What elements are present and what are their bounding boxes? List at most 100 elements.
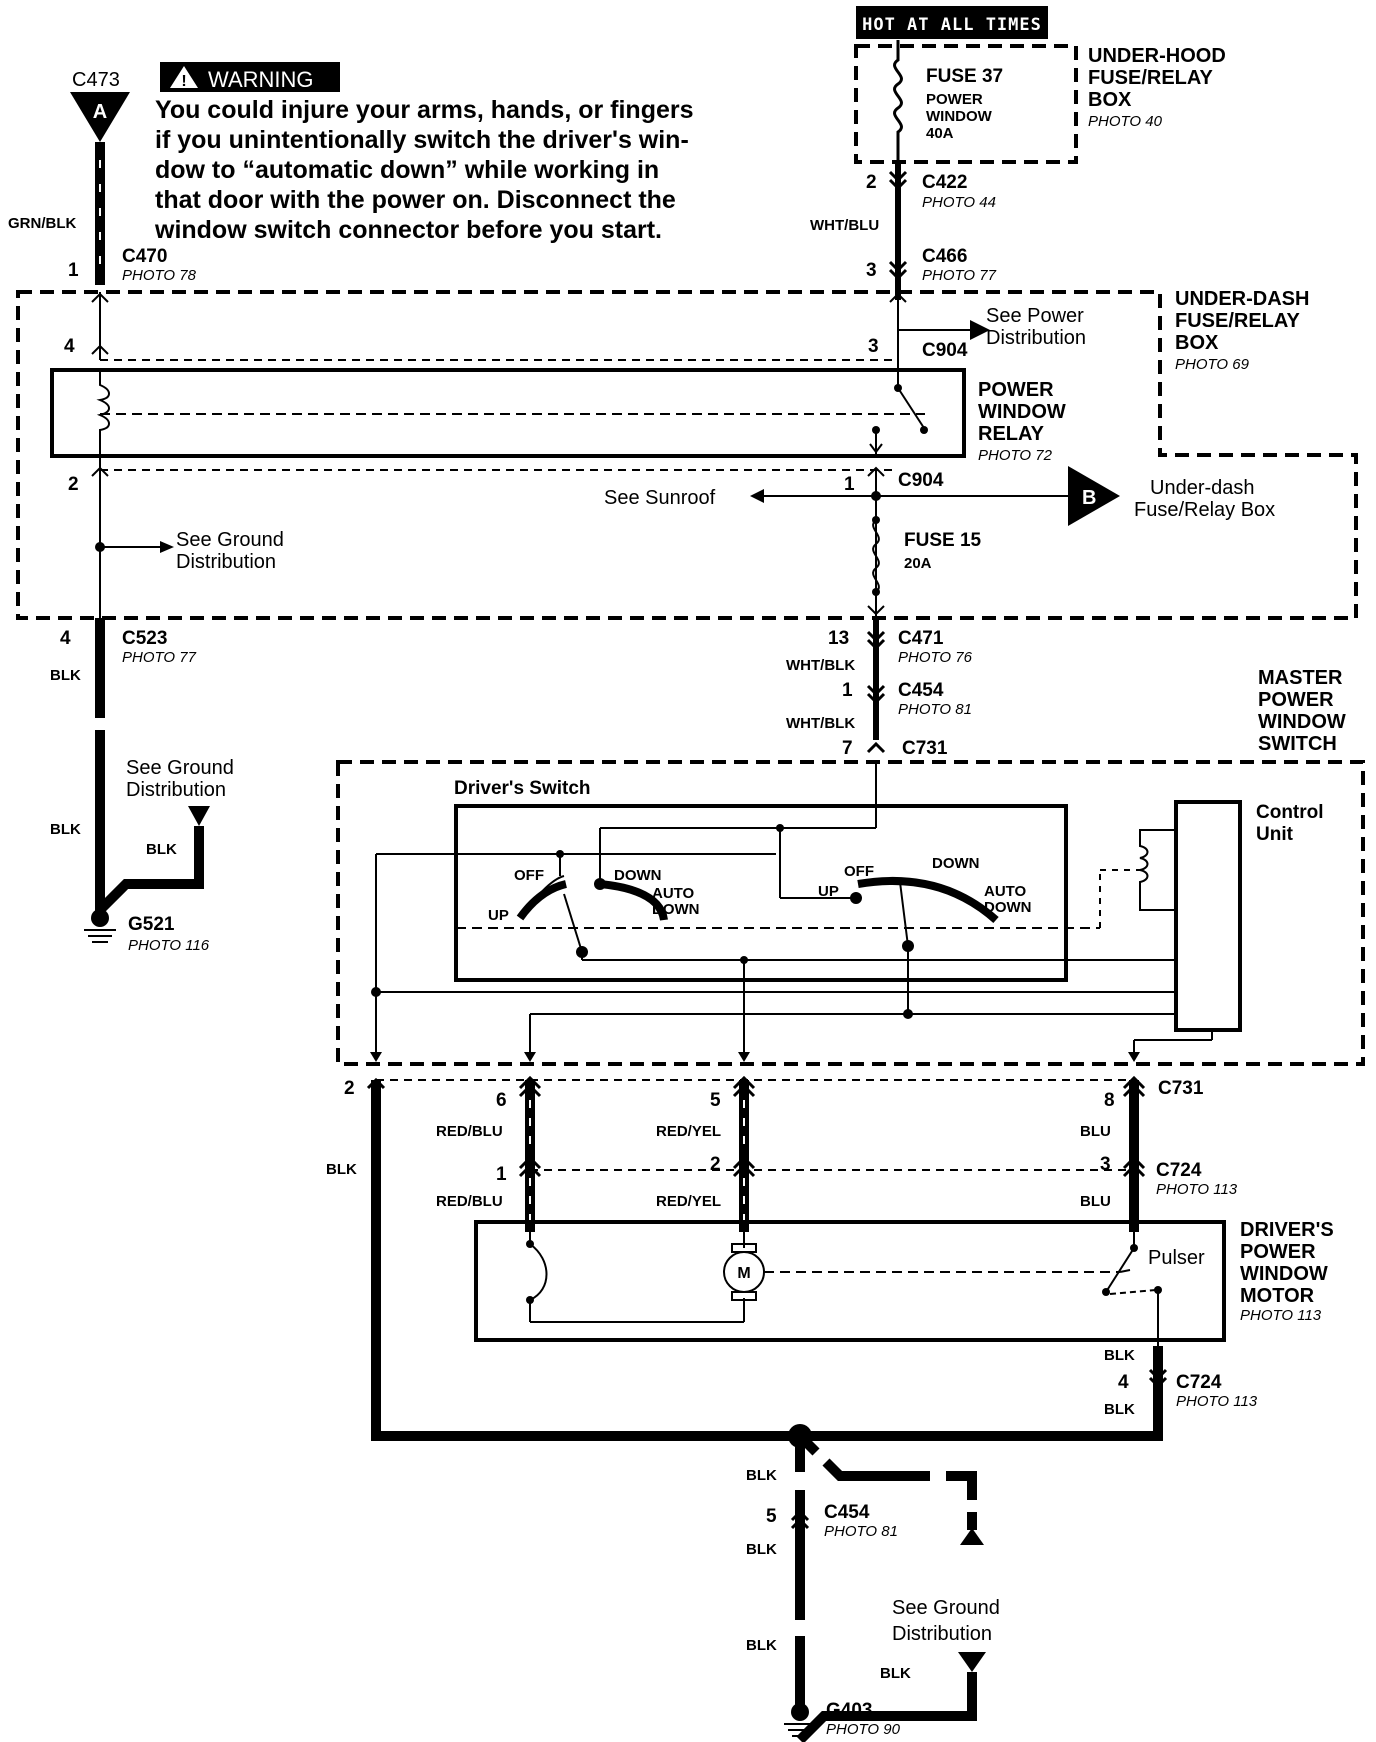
see-power-distribution-ref: See Power Distribution bbox=[986, 305, 1086, 349]
c471-connector: C471 PHOTO 76 bbox=[898, 628, 973, 666]
svg-text:C422: C422 bbox=[922, 172, 967, 193]
svg-text:FUSE 15: FUSE 15 bbox=[904, 530, 982, 551]
svg-text:POWER: POWER bbox=[1258, 689, 1334, 711]
fuse-37-label: FUSE 37 POWER WINDOW 40A bbox=[926, 66, 1003, 142]
wire-color-blk-7: BLK bbox=[746, 1467, 777, 1484]
svg-text:PHOTO 44: PHOTO 44 bbox=[922, 194, 996, 211]
hot-at-all-times-label: HOT AT ALL TIMES bbox=[862, 15, 1042, 35]
g521-label: G521 PHOTO 116 bbox=[128, 914, 210, 954]
relay-pin-4: 4 bbox=[64, 336, 75, 357]
c470-connector: C470 PHOTO 78 bbox=[122, 246, 197, 284]
g521-ground-icon bbox=[84, 909, 116, 943]
c466-pin: 3 bbox=[866, 260, 877, 281]
c731-connector-bottom: C731 bbox=[1158, 1078, 1204, 1099]
ref-b-letter: B bbox=[1082, 487, 1096, 509]
hot-at-all-times-tag bbox=[856, 6, 1048, 39]
wire-color-blk-10: BLK bbox=[880, 1665, 911, 1682]
svg-text:PHOTO 77: PHOTO 77 bbox=[122, 649, 197, 666]
svg-text:POWER: POWER bbox=[926, 91, 983, 108]
svg-text:PHOTO 40: PHOTO 40 bbox=[1088, 113, 1163, 130]
c904-pin-3: 3 bbox=[868, 336, 879, 357]
svg-text:C466: C466 bbox=[922, 246, 967, 267]
c731-pin-5: 5 bbox=[710, 1090, 721, 1111]
svg-text:G403: G403 bbox=[826, 1700, 872, 1721]
c731-pin-8: 8 bbox=[1104, 1090, 1115, 1111]
svg-text:Under-dash: Under-dash bbox=[1150, 477, 1255, 499]
c724-pin-1: 1 bbox=[496, 1164, 507, 1185]
fuse-37-symbol bbox=[893, 40, 903, 160]
svg-text:UNDER-HOOD: UNDER-HOOD bbox=[1088, 45, 1226, 67]
underdash-box-label: UNDER-DASH FUSE/RELAY BOX PHOTO 69 bbox=[1175, 288, 1309, 373]
svg-text:PHOTO 81: PHOTO 81 bbox=[898, 701, 972, 718]
c904-connector-top: C904 bbox=[922, 340, 968, 361]
svg-text:FUSE/RELAY: FUSE/RELAY bbox=[1175, 310, 1301, 332]
c724-connector-bottom: C724 PHOTO 113 bbox=[1176, 1372, 1258, 1410]
c724-connector-top: C724 PHOTO 113 bbox=[1156, 1160, 1238, 1198]
g403-ground-icon bbox=[784, 1703, 816, 1737]
c466-connector: C466 PHOTO 77 bbox=[922, 246, 997, 284]
svg-text:C724: C724 bbox=[1176, 1372, 1222, 1393]
warning-line-2: if you unintentionally switch the driver… bbox=[155, 126, 689, 154]
svg-text:DOWN: DOWN bbox=[932, 855, 980, 872]
warning-triangle-icon bbox=[170, 66, 198, 88]
c471-pin: 13 bbox=[828, 628, 849, 649]
wire-color-blk-6: BLK bbox=[1104, 1401, 1135, 1418]
svg-text:PHOTO 76: PHOTO 76 bbox=[898, 649, 973, 666]
svg-text:UP: UP bbox=[488, 907, 509, 924]
underdash-box-outline bbox=[16, 290, 1358, 620]
c724-pin-4: 4 bbox=[1118, 1372, 1129, 1393]
c454-pin: 1 bbox=[842, 680, 853, 701]
motor-label: DRIVER'S POWER WINDOW MOTOR PHOTO 113 bbox=[1240, 1219, 1334, 1324]
master-switch-outline bbox=[336, 760, 1365, 1066]
wire-color-blk-2: BLK bbox=[50, 821, 81, 838]
c454-pin-5: 5 bbox=[766, 1506, 777, 1527]
svg-text:C471: C471 bbox=[898, 628, 944, 649]
c523-pin: 4 bbox=[60, 628, 71, 649]
wire-color-blk-1: BLK bbox=[50, 667, 81, 684]
ref-a-triangle bbox=[70, 92, 130, 142]
wire-color-grn-blk: GRN/BLK bbox=[8, 215, 76, 232]
c904-connector-bottom: C904 bbox=[898, 470, 944, 491]
wire-color-blk-3: BLK bbox=[146, 841, 177, 858]
svg-text:Distribution: Distribution bbox=[176, 551, 276, 573]
wire-color-blu-1: BLU bbox=[1080, 1123, 1111, 1140]
underhood-fuse-box-outline bbox=[854, 44, 1078, 164]
svg-text:POWER: POWER bbox=[978, 379, 1054, 401]
c422-pin: 2 bbox=[866, 172, 877, 193]
svg-text:Distribution: Distribution bbox=[126, 779, 226, 801]
see-ground-distribution-ref-3: See Ground Distribution bbox=[892, 1597, 1000, 1645]
svg-text:PHOTO 81: PHOTO 81 bbox=[824, 1523, 898, 1540]
c731-pin-7: 7 bbox=[842, 738, 853, 759]
relay-label: POWER WINDOW RELAY PHOTO 72 bbox=[978, 379, 1066, 464]
ref-b-triangle bbox=[1068, 466, 1120, 526]
see-sunroof-ref: See Sunroof bbox=[604, 487, 716, 509]
wire-color-blk-9: BLK bbox=[746, 1637, 777, 1654]
svg-text:MOTOR: MOTOR bbox=[1240, 1285, 1315, 1307]
svg-text:Unit: Unit bbox=[1256, 824, 1294, 845]
motor-symbol: M bbox=[737, 1265, 750, 1282]
svg-text:Control: Control bbox=[1256, 802, 1324, 823]
master-switch-label: MASTER POWER WINDOW SWITCH bbox=[1258, 667, 1346, 755]
ref-a-letter: A bbox=[93, 101, 107, 123]
c454-connector-bottom: C454 PHOTO 81 bbox=[824, 1502, 898, 1540]
svg-text:PHOTO 72: PHOTO 72 bbox=[978, 447, 1053, 464]
svg-text:Distribution: Distribution bbox=[986, 327, 1086, 349]
svg-text:C454: C454 bbox=[898, 680, 944, 701]
svg-text:40A: 40A bbox=[926, 125, 954, 142]
wire-color-blu-2: BLU bbox=[1080, 1193, 1111, 1210]
svg-text:C724: C724 bbox=[1156, 1160, 1202, 1181]
wire-color-wht-blk-2: WHT/BLK bbox=[786, 715, 855, 732]
underdash-ref: Under-dash Fuse/Relay Box bbox=[1134, 477, 1275, 521]
svg-text:UNDER-DASH: UNDER-DASH bbox=[1175, 288, 1309, 310]
wire-color-red-blu-1: RED/BLU bbox=[436, 1123, 503, 1140]
c724-pin-2: 2 bbox=[710, 1154, 721, 1175]
svg-text:AUTO: AUTO bbox=[652, 885, 695, 902]
svg-text:C523: C523 bbox=[122, 628, 167, 649]
svg-text:C470: C470 bbox=[122, 246, 167, 267]
c523-connector: C523 PHOTO 77 bbox=[122, 628, 197, 666]
svg-text:PHOTO 113: PHOTO 113 bbox=[1240, 1307, 1322, 1324]
svg-text:DOWN: DOWN bbox=[984, 899, 1032, 916]
c473-label: C473 bbox=[72, 69, 120, 91]
c470-pin: 1 bbox=[68, 260, 79, 281]
